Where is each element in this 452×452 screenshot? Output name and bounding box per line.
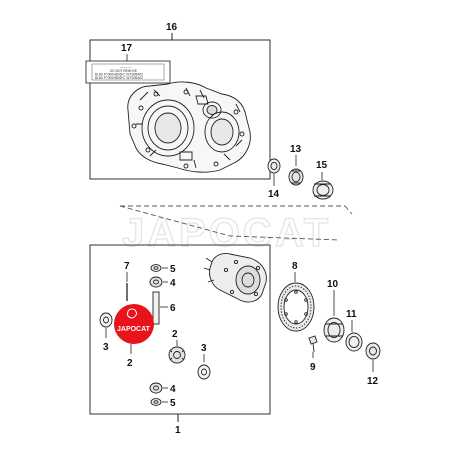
label-line-3: BL6D P7000H5D6FC WTS0BA02 [95,73,143,77]
badge-cat-icon [127,308,137,319]
callout-9[interactable]: 9 [310,362,316,373]
japocat-badge: JAPOCAT [114,304,154,344]
callout-4-top[interactable]: 4 [170,278,176,289]
part-13-bearing[interactable] [288,168,304,186]
callout-10[interactable]: 10 [327,279,339,290]
callout-16[interactable]: 16 [166,22,178,33]
callout-5-bottom[interactable]: 5 [170,398,176,409]
label-line-1: — — — [120,66,132,70]
part-11-race[interactable] [345,332,363,352]
callout-14[interactable]: 14 [268,189,280,200]
callout-5-top[interactable]: 5 [170,264,176,275]
callout-8[interactable]: 8 [292,261,298,272]
part-5-washer-bottom[interactable] [150,398,162,406]
part-4-pinion-bottom[interactable] [149,382,163,394]
part-2-side-gear-right[interactable] [168,346,186,364]
part-4-pinion-top[interactable] [149,276,163,288]
part-14-oil-seal[interactable] [267,158,281,174]
callout-2-left[interactable]: 2 [127,358,133,369]
badge-circle [114,304,154,344]
part-10-bearing[interactable] [323,317,345,343]
label-sheet-inner [91,63,165,81]
callout-4-bottom[interactable]: 4 [170,384,176,395]
part-3-washer-left[interactable] [99,312,113,328]
part-9-bolt[interactable] [308,335,318,353]
callout-3-left[interactable]: 3 [103,342,109,353]
differential-assembly-box [89,244,271,415]
part-8-ring-gear[interactable] [277,282,315,332]
label-sheet[interactable]: — — — DO NOT REMOVE BL6D P7000H5D6FC WTS… [85,60,171,84]
label-line-2: DO NOT REMOVE [110,69,137,73]
label-line-4: BL6D P7000H5D6FC WTS0BA02 [95,76,143,80]
bottom-group: 1 7 5 4 6 3 [89,244,271,436]
badge-text: JAPOCAT [117,326,151,333]
callout-2-right[interactable]: 2 [172,329,178,340]
watermark-text: JAPOCAT [122,211,331,255]
callout-15[interactable]: 15 [316,160,328,171]
alignment-dashes [119,205,353,241]
callout-6[interactable]: 6 [170,303,176,314]
top-group: 16 17 — — — DO NOT REMOVE BL6D P7000H5D6… [85,22,334,200]
part-6-pinion-shaft[interactable] [152,291,160,325]
part-12-oil-seal[interactable] [365,342,381,360]
callout-3-right[interactable]: 3 [201,343,207,354]
callout-11[interactable]: 11 [346,309,357,320]
transaxle-case-drawing[interactable] [127,81,251,173]
callout-13[interactable]: 13 [290,144,302,155]
label-sheet-outline [85,60,171,84]
callout-1[interactable]: 1 [175,425,181,436]
differential-case-drawing[interactable] [203,253,267,303]
callout-7[interactable]: 7 [124,261,130,272]
case-assembly-box [89,39,271,180]
callout-12[interactable]: 12 [367,376,379,387]
part-5-washer-top[interactable] [150,264,162,272]
callout-17[interactable]: 17 [121,43,133,54]
part-15-bearing[interactable] [312,180,334,200]
part-3-washer-right[interactable] [197,364,211,380]
